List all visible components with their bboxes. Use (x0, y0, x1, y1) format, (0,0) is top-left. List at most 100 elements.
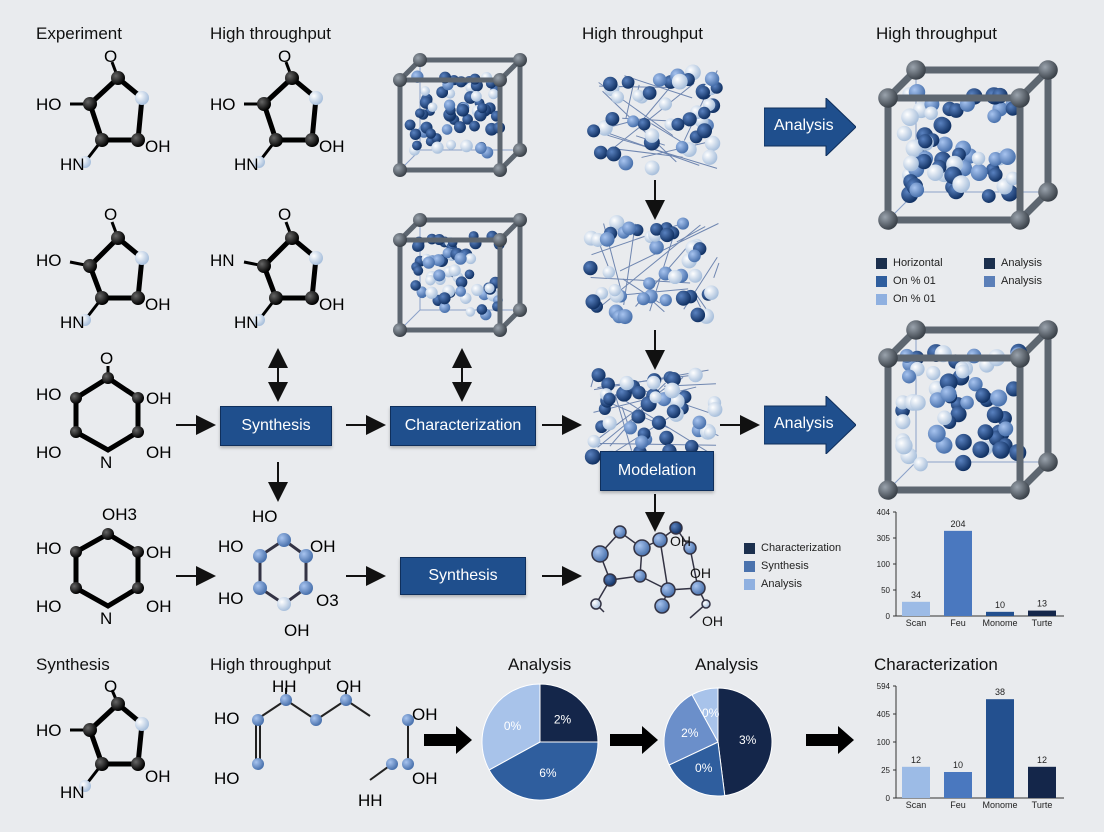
svg-text:OH: OH (690, 565, 711, 581)
svg-text:HN: HN (60, 313, 85, 332)
analysis-arrow-label: Analysis (774, 415, 834, 432)
pie-slice-label: 0% (504, 719, 522, 733)
legend-swatch (984, 275, 995, 287)
legend-item: Horizontal (876, 254, 943, 272)
pie-chart-2: 3%0%2%0% (663, 687, 773, 797)
svg-text:HH: HH (272, 677, 297, 696)
svg-text:O: O (278, 47, 291, 66)
synthesis-box-1: Synthesis (220, 406, 332, 446)
svg-text:HO: HO (214, 769, 240, 788)
svg-text:HO: HO (218, 537, 244, 556)
x-tick-label: Feu (950, 618, 966, 628)
bar-value-label: 38 (995, 687, 1005, 697)
y-tick-label: 100 (877, 560, 891, 569)
y-tick-label: 0 (886, 794, 891, 803)
x-tick-label: Monome (982, 800, 1017, 810)
characterization-box: Characterization (390, 406, 536, 446)
svg-text:HO: HO (218, 589, 244, 608)
svg-text:O: O (100, 349, 113, 368)
header-characterization: Characterization (874, 655, 998, 674)
svg-text:HN: HN (60, 783, 85, 802)
legend-swatch (876, 293, 887, 305)
y-tick-label: 100 (877, 738, 891, 747)
bar-value-label: 13 (1037, 599, 1047, 609)
bar-value-label: 12 (911, 755, 921, 765)
x-tick-label: Scan (906, 618, 927, 628)
pie-slice-label: 2% (681, 726, 699, 740)
svg-text:OH: OH (412, 769, 438, 788)
pie-slice (668, 741, 726, 797)
block-arrow (806, 726, 854, 754)
molecule-6: OH3 HO OH HO OH N (36, 505, 172, 628)
bar (902, 766, 930, 798)
bar (1028, 766, 1056, 798)
synthesis-box-2: Synthesis (400, 557, 526, 595)
svg-text:OH: OH (412, 705, 438, 724)
svg-text:OH: OH (336, 677, 362, 696)
svg-text:HN: HN (210, 251, 235, 270)
header-analysis-2: Analysis (695, 655, 759, 674)
pie-slice-label: 3% (739, 733, 757, 747)
svg-text:O: O (278, 205, 291, 224)
flow-arrows (176, 180, 760, 586)
bar (944, 772, 972, 798)
legend-top: Horizontal Analysis On % 01 Analysis On … (876, 254, 1076, 308)
svg-text:OH: OH (146, 443, 172, 462)
y-tick-label: 405 (877, 710, 891, 719)
legend-swatch (744, 578, 755, 590)
legend-item: On % 01 (876, 272, 936, 290)
x-tick-label: Turte (1032, 618, 1053, 628)
svg-text:HO: HO (36, 597, 62, 616)
x-tick-label: Turte (1032, 800, 1053, 810)
legend-item: Characterization (744, 539, 841, 557)
svg-text:OH: OH (319, 137, 345, 156)
header-high-throughput-3: High throughput (876, 24, 997, 43)
svg-text:HO: HO (210, 95, 236, 114)
pie-slice (539, 683, 599, 743)
molecule-5: O HO OH HO OH N (36, 349, 172, 472)
x-tick-label: Scan (906, 800, 927, 810)
svg-text:OH: OH (670, 533, 691, 549)
svg-text:OH: OH (146, 543, 172, 562)
x-tick-label: Monome (982, 618, 1017, 628)
block-arrow (424, 726, 472, 754)
legend-swatch (984, 257, 995, 269)
molecule-4: O HN OH HN (210, 205, 345, 332)
bar (944, 530, 972, 616)
svg-text:OH3: OH3 (102, 505, 137, 524)
pie-slice-label: 0% (702, 706, 720, 720)
svg-text:OH: OH (146, 597, 172, 616)
atom-label: HN (60, 155, 85, 174)
header-high-throughput-4: High throughput (210, 655, 331, 674)
header-high-throughput-1: High throughput (210, 24, 331, 43)
pie-slice-label: 6% (539, 766, 557, 780)
bar-value-label: 204 (950, 519, 965, 529)
y-tick-label: 0 (886, 612, 891, 621)
pie-slice (691, 687, 719, 743)
pie-chart-1: 2%6%0% (481, 683, 599, 801)
atom-label: OH (145, 137, 171, 156)
svg-text:O3: O3 (316, 591, 339, 610)
svg-text:HN: HN (234, 155, 259, 174)
header-analysis-1: Analysis (508, 655, 572, 674)
molecule-8: O HO OH HN (36, 677, 171, 802)
svg-text:HO: HO (36, 443, 62, 462)
y-tick-label: 25 (881, 766, 890, 775)
lattice-cube (878, 60, 1058, 230)
pie-slice (717, 687, 773, 797)
atom-label: O (104, 47, 117, 66)
legend-mid: Characterization Synthesis Analysis (744, 539, 841, 593)
molecule-7: HO HO OH HO O3 OH (218, 507, 339, 640)
svg-text:OH: OH (145, 767, 171, 786)
legend-swatch (876, 257, 887, 269)
analysis-arrow-label: Analysis (774, 117, 834, 134)
lattice-cube (587, 64, 723, 176)
svg-text:HN: HN (234, 313, 259, 332)
y-tick-label: 305 (877, 534, 891, 543)
svg-text:OH: OH (146, 389, 172, 408)
svg-text:HH: HH (358, 791, 383, 810)
